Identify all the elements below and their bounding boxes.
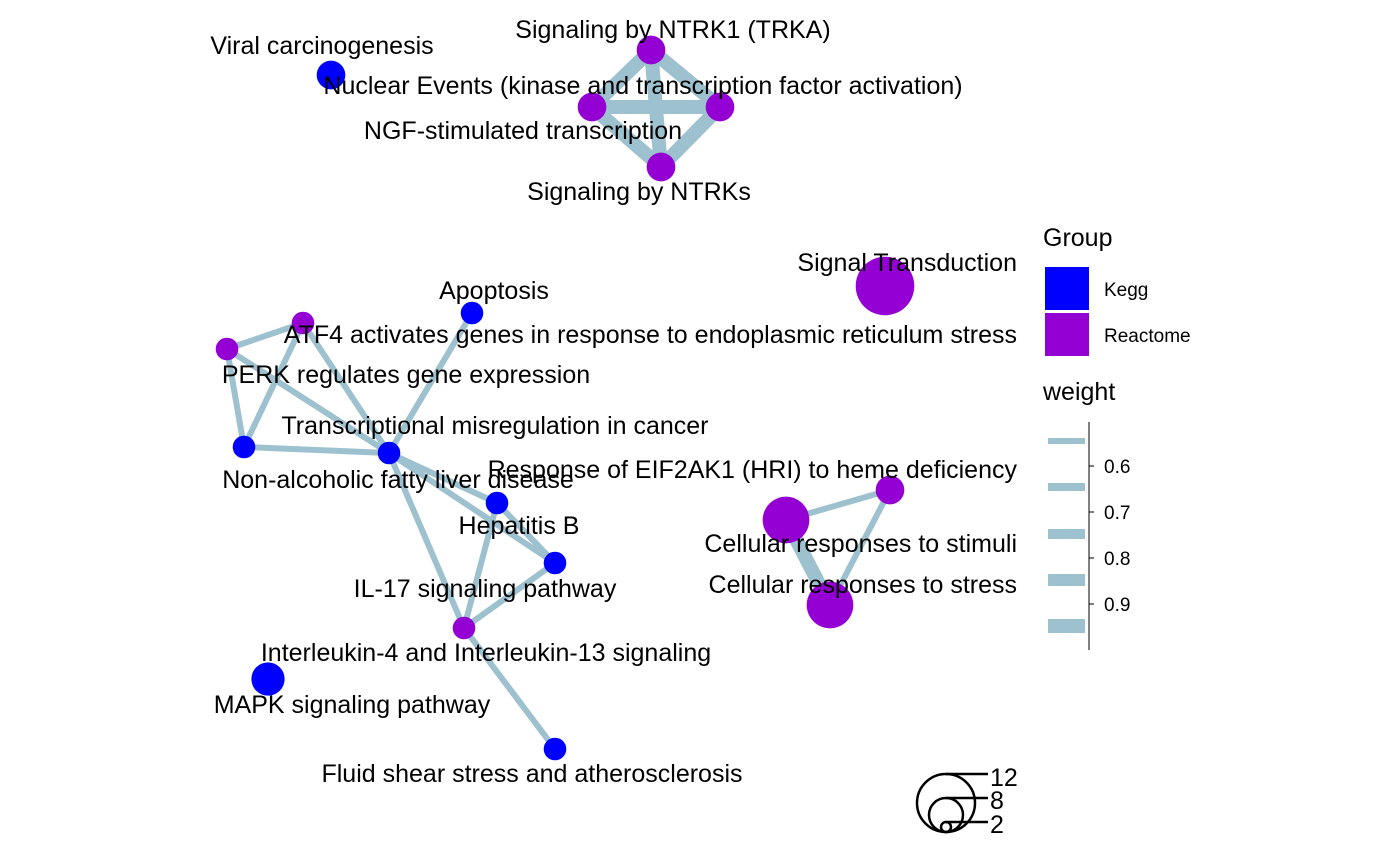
size-legend-label: 2 — [990, 811, 1004, 839]
edge-atf4-transcriptional — [300, 321, 392, 455]
size-legend-circle — [939, 820, 953, 834]
edge-transcriptional-il4 — [386, 451, 467, 630]
weight-tick-label: 0.9 — [1104, 595, 1130, 616]
node-label-fluid: Fluid shear stress and atherosclerosis — [321, 760, 742, 788]
edge-transcriptional-il17 — [387, 450, 557, 566]
edge-ntrk1-nuclear — [646, 44, 725, 113]
labels-layer: Signaling by NTRK1 (TRKA) Nuclear Events … — [210, 16, 1017, 788]
size-legend-circle — [915, 772, 977, 834]
node-label-hepb: Hepatitis B — [459, 512, 580, 540]
weight-tick-label: 0.7 — [1104, 503, 1130, 524]
node-ntrks — [646, 152, 676, 182]
edge-il4-fluid — [461, 626, 558, 751]
legend: Group Kegg Reactome weight 0.6 0.7 0.8 0… — [1042, 224, 1191, 650]
edge-ngf-ntrks — [587, 101, 666, 173]
size-legend-circle — [927, 796, 965, 834]
node-label-signal: Signal Transduction — [797, 249, 1017, 277]
node-label-transcriptional: Transcriptional misregulation in cancer — [281, 412, 708, 440]
node-ngf — [577, 92, 607, 122]
node-fluid — [543, 737, 567, 761]
node-signal — [855, 256, 915, 316]
node-stimuli — [762, 496, 810, 544]
legend-label-kegg: Kegg — [1104, 280, 1148, 301]
edge-apoptosis-transcriptional — [386, 311, 475, 455]
legend-swatch-reactome — [1045, 313, 1089, 356]
node-label-ntrks: Signaling by NTRKs — [527, 178, 751, 206]
node-atf4 — [291, 311, 315, 335]
size-legend-label: 8 — [990, 787, 1004, 815]
node-label-il17: IL-17 signaling pathway — [354, 575, 617, 603]
node-eif2ak1 — [875, 475, 905, 505]
node-hepb — [485, 491, 509, 515]
edge-atf4-perk — [226, 320, 304, 352]
node-label-atf4: ATF4 activates genes in response to endo… — [284, 321, 1017, 349]
node-label-nafld: Non-alcoholic fatty liver disease — [222, 466, 574, 494]
node-label-nuclear: Nuclear Events (kinase and transcription… — [323, 72, 962, 100]
node-label-eif2ak1: Response of EIF2AK1 (HRI) to heme defici… — [488, 456, 1018, 484]
node-transcriptional — [377, 441, 401, 465]
weight-legend-title: weight — [1042, 378, 1115, 406]
node-label-perk: PERK regulates gene expression — [222, 361, 590, 389]
node-label-il4: Interleukin-4 and Interleukin-13 signali… — [261, 639, 711, 667]
node-label-mapk: MAPK signaling pathway — [214, 691, 491, 719]
edge-hepb-il17 — [494, 500, 558, 566]
node-il17 — [543, 551, 567, 575]
node-label-apoptosis: Apoptosis — [439, 277, 549, 305]
size-legend: 12 8 2 — [915, 764, 1018, 839]
node-label-viral: Viral carcinogenesis — [210, 32, 433, 60]
legend-label-reactome: Reactome — [1104, 326, 1191, 347]
node-label-stress: Cellular responses to stress — [709, 571, 1017, 599]
weight-tick-label: 0.6 — [1104, 457, 1130, 478]
node-label-ngf: NGF-stimulated transcription — [364, 117, 682, 145]
nodes-layer — [215, 35, 915, 761]
node-perk — [215, 337, 239, 361]
node-viral — [316, 60, 346, 90]
node-ntrk1 — [636, 35, 666, 65]
size-legend-label: 12 — [990, 764, 1018, 792]
edge-perk-nafld — [224, 348, 247, 448]
node-label-stimuli: Cellular responses to stimuli — [704, 530, 1017, 558]
node-il4 — [452, 616, 476, 640]
weight-tick-label: 0.8 — [1104, 549, 1130, 570]
legend-swatch-kegg — [1045, 267, 1089, 310]
node-label-ntrk1: Signaling by NTRK1 (TRKA) — [515, 16, 830, 44]
node-nafld — [232, 435, 256, 459]
node-nuclear — [705, 92, 735, 122]
node-apoptosis — [460, 301, 484, 325]
edge-hepb-il4 — [461, 502, 500, 629]
node-stress — [806, 581, 854, 629]
edge-perk-transcriptional — [225, 346, 391, 456]
edge-il17-il4 — [462, 560, 557, 631]
group-legend-title: Group — [1043, 224, 1112, 252]
node-mapk — [251, 662, 285, 696]
edge-nafld-transcriptional — [243, 444, 390, 456]
edge-atf4-nafld — [241, 321, 306, 449]
